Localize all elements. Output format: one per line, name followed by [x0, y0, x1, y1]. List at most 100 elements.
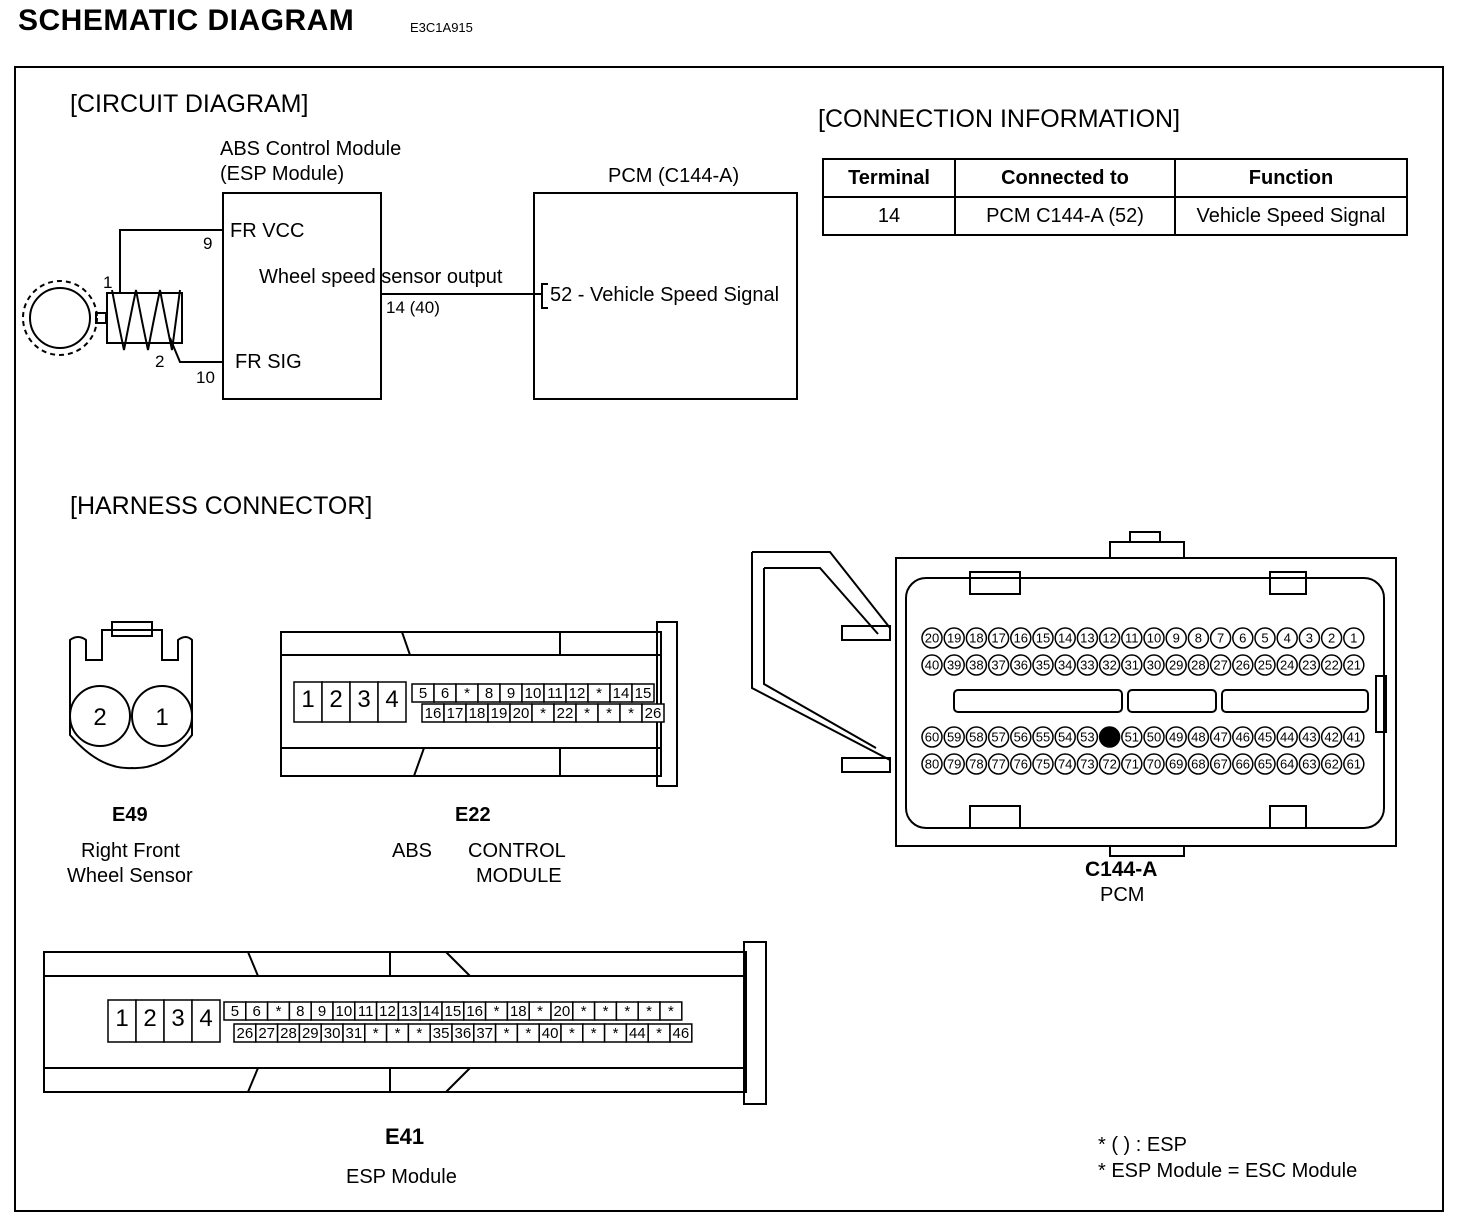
c144-connector	[751, 531, 1397, 857]
cell-connected-to: PCM C144-A (52)	[954, 196, 1176, 236]
c144-pin-label: 79	[947, 757, 961, 772]
c144-pin	[1032, 726, 1054, 748]
c144-pin	[1165, 654, 1187, 676]
c144-pin-label: 6	[1239, 631, 1246, 646]
c144-pin	[1098, 753, 1121, 775]
diagram-frame	[14, 66, 1444, 1212]
c144-pin	[1032, 654, 1054, 676]
e41-pin-label: 18	[510, 1003, 527, 1020]
e41-pin-label: 11	[358, 1003, 374, 1020]
c144-pin-label: 27	[1213, 658, 1227, 673]
c144-pin-label: 1	[1350, 631, 1357, 646]
e41-pin-label: 27	[258, 1025, 275, 1042]
c144-pin	[1276, 726, 1298, 748]
c144-pin-label: 23	[1302, 658, 1316, 673]
c144-pin	[987, 726, 1010, 748]
abs-module-box	[222, 192, 382, 400]
e22-pin-label: 22	[557, 705, 574, 722]
c144-pin	[1098, 627, 1121, 649]
c144-pin-label: 76	[1014, 757, 1028, 772]
c144-pin-label: 54	[1058, 730, 1072, 745]
e41-pin-label: *	[537, 1003, 543, 1020]
c144-inner-shell	[905, 577, 1385, 829]
c144-pin	[1165, 627, 1187, 649]
fr-vcc-label: FR VCC	[230, 220, 305, 242]
c144-pin-label: 25	[1258, 658, 1272, 673]
c144-pin	[987, 654, 1010, 676]
c144-pin-label: 4	[1284, 631, 1291, 646]
tone-wheel-teeth	[22, 280, 98, 356]
c144-pin	[1143, 654, 1165, 676]
c144-pin-label: 59	[947, 730, 961, 745]
c144-lever-top	[752, 551, 891, 629]
e41-big-pin-label: 4	[199, 1005, 212, 1032]
c144-pin-label: 70	[1147, 757, 1161, 772]
c144-pin-label: 62	[1324, 757, 1338, 772]
c144-pin-label: 41	[1347, 730, 1361, 745]
e41-housing	[43, 951, 747, 1093]
pcm-signal-label: 52 - Vehicle Speed Signal	[550, 284, 780, 306]
c144-pin-label: 50	[1147, 730, 1161, 745]
abs-module-subtitle: (ESP Module)	[220, 163, 345, 185]
c144-pin	[1232, 654, 1254, 676]
e41-pin-label: *	[569, 1025, 575, 1042]
c144-pin-label: 35	[1036, 658, 1050, 673]
c144-pin	[1320, 654, 1343, 676]
c144-pin-label: 72	[1102, 757, 1116, 772]
cell-function: Vehicle Speed Signal	[1174, 196, 1408, 236]
c144-pin-label: 26	[1236, 658, 1250, 673]
c144-pin-label: 3	[1306, 631, 1313, 646]
c144-pin-label: 65	[1258, 757, 1272, 772]
c144-pin-label: 5	[1261, 631, 1268, 646]
circuit-section-title: [CIRCUIT DIAGRAM]	[70, 90, 309, 118]
e49-connector	[69, 621, 193, 770]
c144-pin	[1232, 627, 1254, 649]
c144-slot-left	[953, 689, 1123, 713]
e41-pin-label: *	[504, 1025, 510, 1042]
e22-pin-label: 15	[635, 685, 652, 702]
c144-pin	[1010, 726, 1032, 748]
c144-pin	[1010, 627, 1032, 649]
c144-pin-label: 64	[1280, 757, 1294, 772]
e41-pin-cell	[669, 1023, 693, 1043]
c144-pin	[1254, 654, 1276, 676]
c144-pin	[1165, 726, 1187, 748]
c144-pin-label: 75	[1036, 757, 1050, 772]
c144-pin-label: 38	[969, 658, 983, 673]
c144-pin-label: 61	[1347, 757, 1361, 772]
e41-big-pin-label: 3	[171, 1005, 184, 1032]
c144-pin	[1054, 654, 1076, 676]
c144-pin-label: 18	[969, 631, 983, 646]
c144-pin	[1121, 627, 1143, 649]
e22-big-pin-label: 1	[301, 686, 314, 713]
cell-terminal: 14	[822, 196, 956, 236]
page-title: SCHEMATIC DIAGRAM	[18, 4, 355, 37]
e41-big-pin-cell	[135, 999, 165, 1043]
e22-big-pin-cell	[321, 681, 351, 723]
c144-pin	[1010, 654, 1032, 676]
c144-pin	[921, 654, 943, 676]
e22-pin-label: 16	[425, 705, 442, 722]
sensor-pin-1-label: 1	[103, 273, 113, 292]
e22-pin-label: *	[584, 705, 590, 722]
c144-pin-label: 53	[1080, 730, 1094, 745]
c144-pin	[965, 753, 988, 775]
e22-id: E22	[455, 804, 491, 826]
note-line-1: * ( ) : ESP	[1098, 1134, 1187, 1156]
c144-pin	[943, 654, 965, 676]
c144-pin	[1076, 654, 1099, 676]
e41-pin-label: *	[395, 1025, 401, 1042]
c144-name: PCM	[1100, 884, 1145, 906]
c144-pin	[987, 753, 1010, 775]
e22-connector	[280, 621, 678, 787]
e41-pin-label: *	[656, 1025, 662, 1042]
e22-pin-label: 11	[547, 685, 563, 702]
e22-pin-label: 6	[441, 685, 449, 702]
c144-pin-label: 17	[991, 631, 1005, 646]
e41-pin-label: 14	[423, 1003, 440, 1020]
c144-pin-label: 9	[1173, 631, 1180, 646]
c144-pin-label: 15	[1036, 631, 1050, 646]
e22-pin-label: *	[596, 685, 602, 702]
